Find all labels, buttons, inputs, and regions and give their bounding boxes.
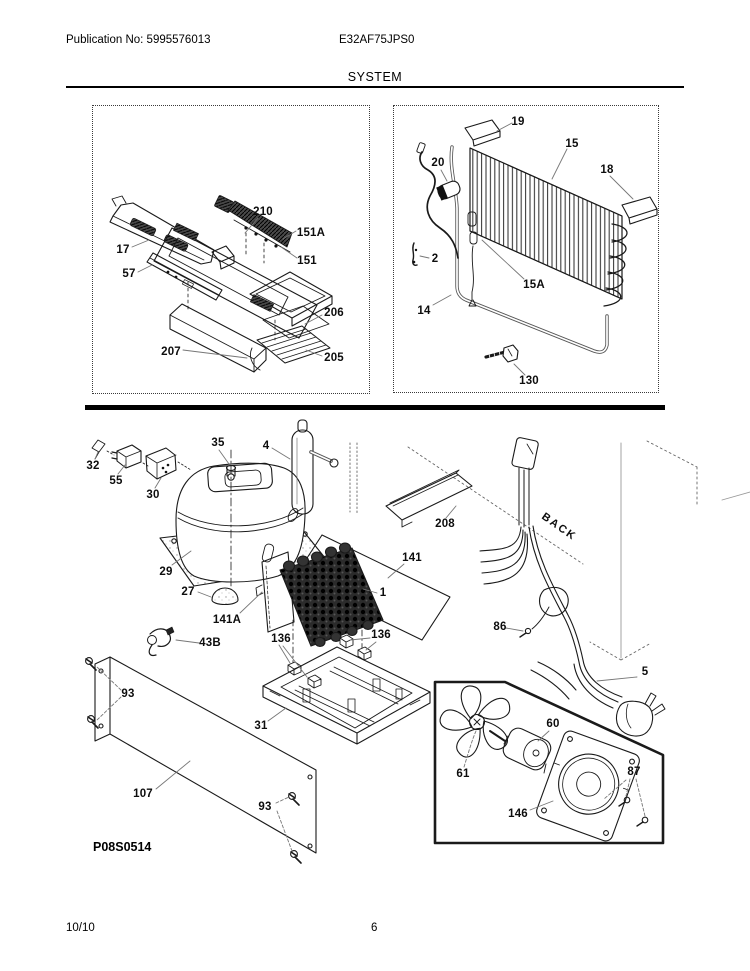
callout-87: 87	[627, 766, 641, 778]
main-leaders	[94, 447, 638, 852]
callout-15: 15	[565, 138, 579, 150]
fan-motor-60	[489, 727, 552, 774]
callout-107: 107	[133, 788, 153, 800]
callout-141: 141	[402, 552, 422, 564]
callout-208: 208	[435, 518, 455, 530]
callout-206: 206	[324, 307, 344, 319]
fan-bracket-146	[536, 730, 640, 842]
condenser-drawing	[255, 534, 451, 665]
screw-93-bottom	[288, 792, 302, 864]
callout-93-top: 93	[121, 688, 135, 700]
callout-31: 31	[254, 720, 268, 732]
condenser-fan-drawing	[433, 680, 665, 845]
diagram-id-code: P08S0514	[93, 840, 152, 854]
callout-4: 4	[262, 440, 270, 452]
callout-15A: 15A	[523, 279, 545, 291]
callout-61: 61	[456, 768, 470, 780]
callout-5: 5	[641, 666, 649, 678]
callout-35: 35	[211, 437, 225, 449]
callout-205: 205	[324, 352, 344, 364]
footer-page-number: 6	[371, 922, 378, 934]
machine-compartment-drawing	[85, 419, 750, 864]
fan-blade-61	[439, 685, 511, 758]
page-title: SYSTEM	[347, 70, 403, 84]
callout-207: 207	[161, 346, 181, 358]
footer-revision-date: 10/10	[66, 922, 95, 934]
callout-136-left: 136	[271, 633, 291, 645]
fan-leaders	[463, 730, 646, 817]
callout-43B: 43B	[199, 637, 221, 649]
clip-43b	[147, 626, 175, 657]
screw-93-top	[85, 657, 99, 729]
access-panel-107	[85, 656, 317, 864]
model-number: E32AF75JPS0	[339, 34, 415, 46]
callout-29: 29	[159, 566, 173, 578]
wiring-harness-drawing	[479, 437, 666, 737]
cover-208	[385, 469, 473, 528]
section-divider	[85, 405, 665, 410]
header-rule	[66, 86, 684, 88]
callout-60: 60	[546, 718, 560, 730]
compressor-starter-parts	[91, 439, 192, 480]
callout-136-right: 136	[371, 629, 391, 641]
callout-210: 210	[253, 206, 273, 218]
callout-57: 57	[122, 268, 136, 280]
screws-87	[618, 796, 649, 827]
callout-17: 17	[116, 244, 130, 256]
callout-19: 19	[511, 116, 525, 128]
callout-20: 20	[431, 157, 445, 169]
base-pan-31	[262, 646, 431, 745]
callout-146: 146	[508, 808, 528, 820]
callout-1: 1	[379, 587, 387, 599]
mount-clips-136	[287, 634, 372, 689]
callout-141A: 141A	[212, 614, 242, 626]
evaporator-drawing	[412, 119, 658, 376]
fan-inset-frame	[433, 680, 665, 845]
callout-93-bottom: 93	[258, 801, 272, 813]
callout-32: 32	[86, 460, 100, 472]
callout-55: 55	[109, 475, 123, 487]
callout-30: 30	[146, 489, 160, 501]
air-duct-drawing	[109, 195, 333, 373]
callout-2: 2	[431, 253, 439, 265]
callout-18: 18	[600, 164, 614, 176]
publication-number: Publication No: 5995576013	[66, 34, 211, 46]
callout-86: 86	[493, 621, 507, 633]
callout-151: 151	[297, 255, 317, 267]
callout-130: 130	[519, 375, 539, 387]
cabinet-phantom-lines	[349, 440, 750, 661]
evaporator-panel-frame	[393, 105, 659, 393]
air-duct-panel-frame	[92, 105, 370, 394]
callout-27: 27	[181, 586, 195, 598]
drier-4	[291, 419, 339, 515]
callout-151A: 151A	[296, 227, 326, 239]
callout-14: 14	[417, 305, 431, 317]
